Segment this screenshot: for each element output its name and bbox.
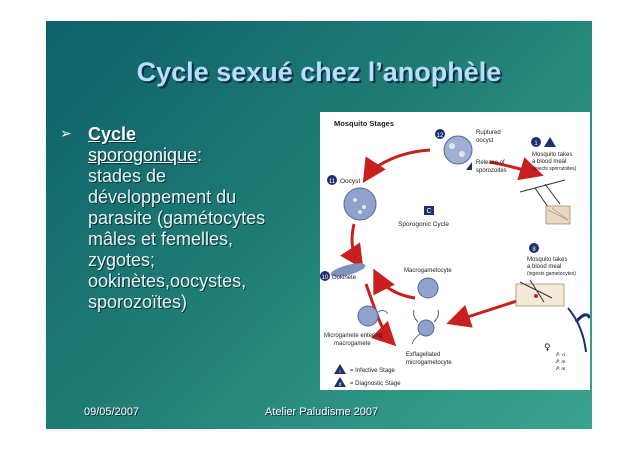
svg-text:11: 11 <box>329 179 336 185</box>
slide: Cycle sexué chez l’anophèle ➢ Cycle spor… <box>46 21 592 429</box>
fusion-icon <box>357 305 379 327</box>
stage-badge <box>320 271 330 281</box>
svg-text:Mosquito takes: Mosquito takes <box>527 257 567 263</box>
svg-text:a blood meal: a blood meal <box>527 264 561 270</box>
bullet-line: développement du <box>88 187 237 207</box>
mosquito-gametocytes-icon <box>515 279 565 307</box>
svg-text:Oocyst: Oocyst <box>340 178 360 185</box>
svg-text:Microgamete entering: Microgamete entering <box>324 333 382 339</box>
bullet-text: Cycle sporogonique: stades de développem… <box>88 124 320 313</box>
figure-legend: i = Infective Stage d = Diagnostic Stage <box>334 364 401 388</box>
svg-text:P. vi: P. vi <box>555 352 566 358</box>
svg-text:P. m: P. m <box>555 366 565 372</box>
sporogonic-cycle-figure: Mosquito Stages 12 Ruptured oocyst Relea… <box>320 112 590 390</box>
arrow-fusion-ookinete <box>373 268 416 300</box>
svg-text:Mosquito takes: Mosquito takes <box>532 152 572 158</box>
svg-text:sporozoites: sporozoites <box>476 168 507 174</box>
svg-text:(injects sporozoites): (injects sporozoites) <box>532 166 577 172</box>
cycle-diagram: Mosquito Stages 12 Ruptured oocyst Relea… <box>320 119 590 388</box>
partial-arrow-icon <box>574 313 590 323</box>
svg-text:Macrogametocyte: Macrogametocyte <box>404 268 452 274</box>
microgametocyte-icon <box>417 319 435 337</box>
svg-text:12: 12 <box>437 133 444 139</box>
svg-text:= Infective Stage: = Infective Stage <box>350 368 396 374</box>
stage-badge <box>327 175 337 185</box>
cycle-label: Sporogonic Cycle <box>398 221 449 228</box>
bullet-colon: : <box>197 145 203 165</box>
svg-text:Exflagellated: Exflagellated <box>406 352 440 358</box>
slide-title: Cycle sexué chez l’anophèle <box>136 57 502 87</box>
svg-text:macrogamete: macrogamete <box>334 341 371 347</box>
svg-text:(ingests gametocytes): (ingests gametocytes) <box>527 271 576 277</box>
bullet-arrow-icon: ➢ <box>60 126 72 142</box>
svg-text:10: 10 <box>322 275 329 281</box>
footer-date: 09/05/2007 <box>84 406 140 418</box>
svg-text:Release of: Release of <box>476 160 505 166</box>
bullet-line: ookinètes,oocystes, <box>88 271 247 291</box>
svg-text:1: 1 <box>534 141 538 147</box>
diagnostic-legend-icon <box>334 377 346 387</box>
mosquito-skin-icon <box>519 179 571 225</box>
svg-text:P. m: P. m <box>555 359 565 365</box>
oocyst-icon <box>343 187 377 221</box>
svg-text:Ruptured: Ruptured <box>476 130 501 136</box>
arrow-mosquito-gametocytes <box>446 298 521 328</box>
bullet-line: mâles et femelles, <box>88 229 234 249</box>
footer-title: Atelier Paludisme 2007 <box>265 406 379 418</box>
macrogametocyte-icon <box>417 277 439 299</box>
arrow-right-edge <box>567 307 587 353</box>
arrow-ookinete-micro <box>364 283 397 347</box>
arrow-oocyst-ookinete <box>340 223 364 269</box>
figure-header: Mosquito Stages <box>334 119 394 128</box>
svg-text:C: C <box>426 208 431 215</box>
bullet-line: parasite (gamétocytes <box>88 208 266 228</box>
bullet-line: zygotes; <box>88 250 156 270</box>
bullet-line: sporozoïtes) <box>88 292 188 312</box>
svg-text:oocyst: oocyst <box>476 138 494 144</box>
stage-badge <box>435 129 445 139</box>
arrow-oocyst-release <box>362 148 431 184</box>
svg-text:i: i <box>339 369 340 375</box>
svg-text:8: 8 <box>532 247 536 253</box>
infective-marker-icon <box>466 162 472 170</box>
female-symbol-icon: ♀ <box>544 343 551 353</box>
stage-badge <box>529 243 539 253</box>
stage-badge <box>531 137 541 147</box>
bullet-heading-1: Cycle <box>88 124 137 144</box>
cycle-letter-badge <box>424 206 434 215</box>
svg-text:d: d <box>339 382 342 388</box>
arrow-to-blood-meal <box>489 157 544 181</box>
bullet-line: stades de <box>88 166 167 186</box>
svg-text:microgametocyte: microgametocyte <box>406 360 452 366</box>
ookinete-icon <box>330 263 366 277</box>
ruptured-oocyst-icon <box>443 135 473 165</box>
svg-text:a blood meal: a blood meal <box>532 159 566 165</box>
infective-marker-icon <box>544 137 556 147</box>
svg-text:Ookinete: Ookinete <box>332 275 357 281</box>
svg-text:= Diagnostic Stage: = Diagnostic Stage <box>350 381 401 387</box>
infective-legend-icon <box>334 364 346 374</box>
bullet-heading-2: sporogonique <box>88 145 198 165</box>
